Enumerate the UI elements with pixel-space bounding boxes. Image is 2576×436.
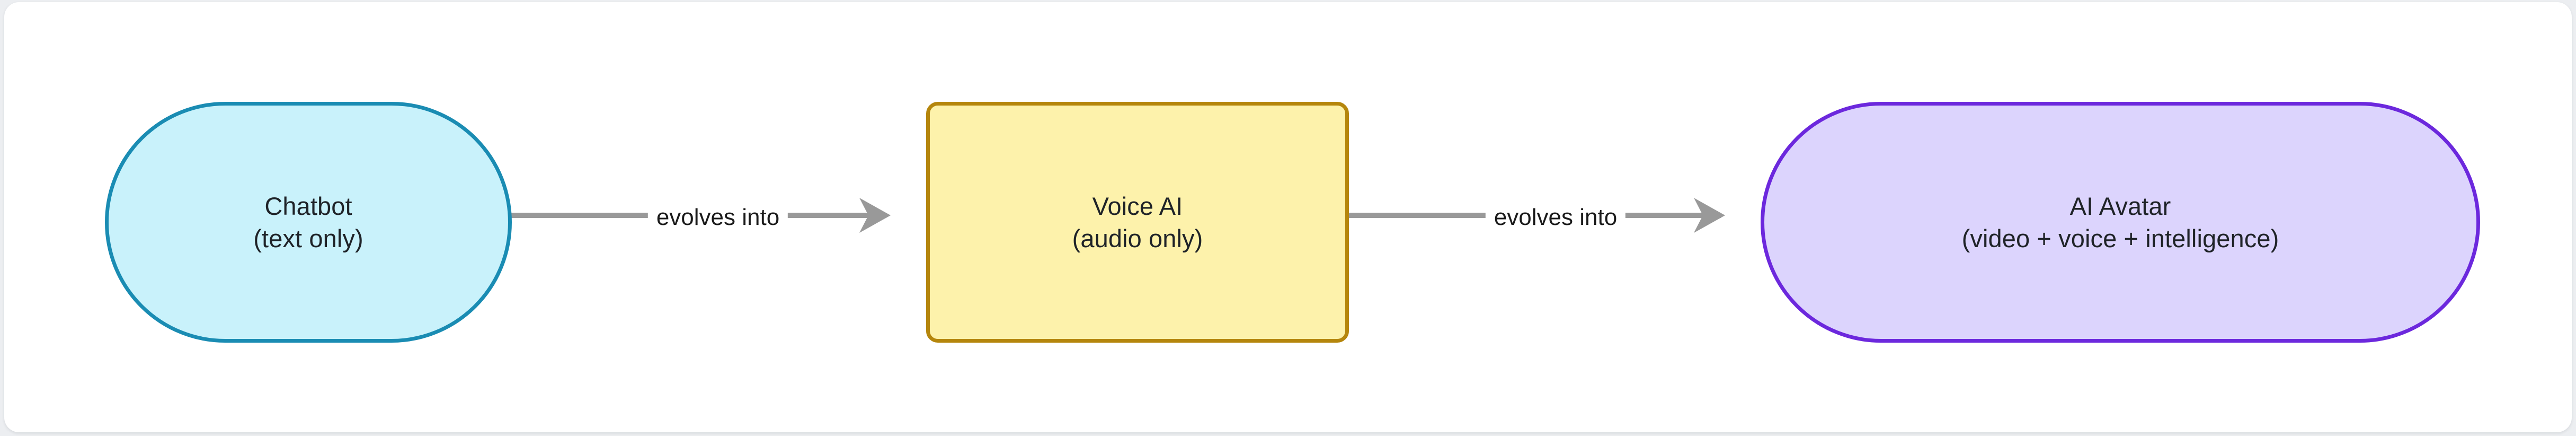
arrow-right-icon <box>859 198 891 233</box>
edge-label-evolves-into-1: evolves into <box>647 202 788 233</box>
node-voice-ai[interactable]: Voice AI (audio only) <box>926 102 1349 343</box>
flowchart-canvas: evolves into evolves into Chatbot (text … <box>4 2 2572 432</box>
node-ai-avatar-title: AI Avatar <box>2069 192 2171 220</box>
node-voice-ai-subtitle: (audio only) <box>1072 224 1203 252</box>
node-chatbot-subtitle: (text only) <box>253 224 363 252</box>
node-ai-avatar-subtitle: (video + voice + intelligence) <box>1961 224 2279 252</box>
edge-label-evolves-into-2: evolves into <box>1485 202 1626 233</box>
node-chatbot[interactable]: Chatbot (text only) <box>105 102 512 343</box>
diagram-card: evolves into evolves into Chatbot (text … <box>4 2 2572 432</box>
node-voice-ai-title: Voice AI <box>1092 192 1183 220</box>
node-chatbot-title: Chatbot <box>264 192 352 220</box>
node-ai-avatar[interactable]: AI Avatar (video + voice + intelligence) <box>1761 102 2480 343</box>
arrow-right-icon <box>1694 198 1725 233</box>
